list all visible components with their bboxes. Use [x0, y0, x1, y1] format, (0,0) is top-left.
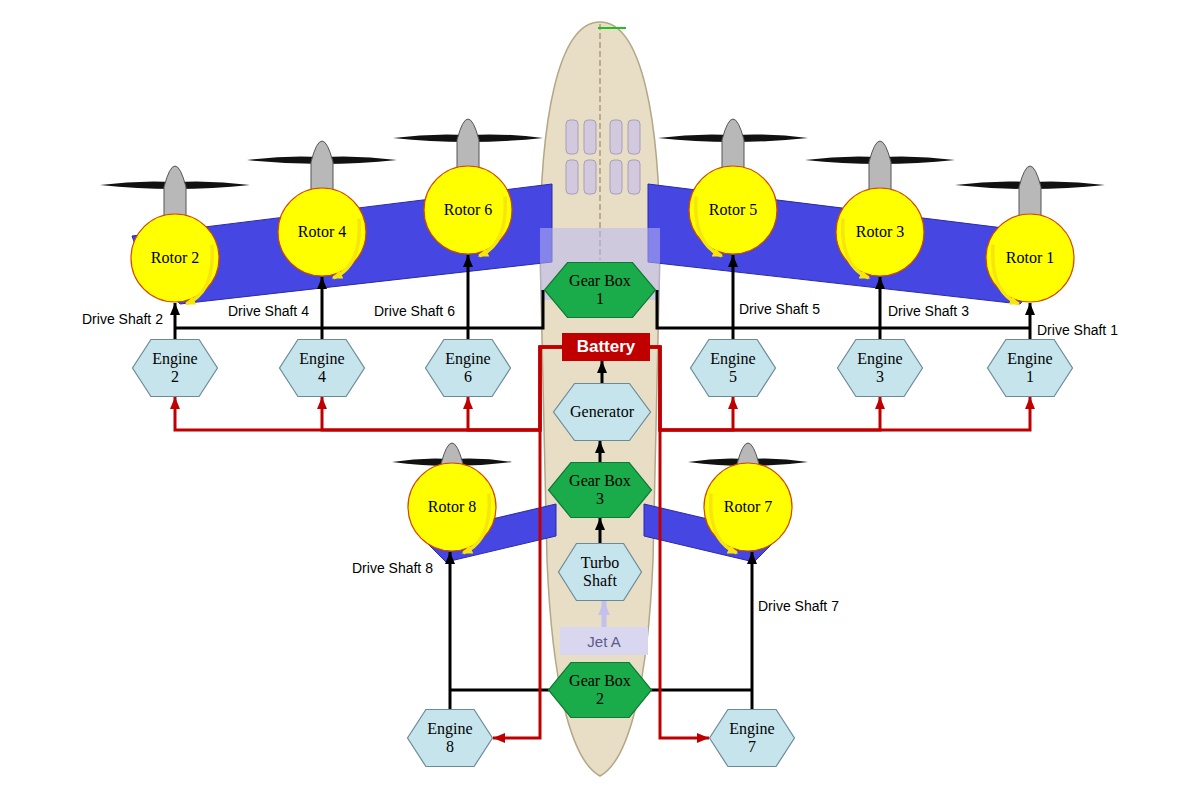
node-label: Gear Box 3 — [565, 472, 635, 508]
hexagon-outline — [554, 384, 651, 441]
box-outline — [561, 628, 648, 655]
drive-shaft — [732, 255, 735, 339]
node-label: Engine 4 — [296, 350, 348, 386]
engine-hexagon: Engine 2 — [132, 339, 218, 397]
cross-shafts — [175, 290, 1030, 690]
box-outline — [563, 334, 650, 361]
node-label: Engine 5 — [707, 350, 759, 386]
engine-hexagon: Engine 4 — [279, 339, 365, 397]
drive-shaft — [751, 552, 754, 709]
shaft-label: Drive Shaft 6 — [374, 303, 455, 319]
hexagon-outline — [691, 340, 776, 397]
shaft-label: Drive Shaft 8 — [352, 560, 433, 576]
node-label: Engine 1 — [1004, 350, 1056, 386]
node-label: Engine 2 — [149, 350, 201, 386]
rotor-circle: Rotor 7 — [703, 462, 793, 552]
hexagon-outline — [133, 340, 218, 397]
shaft-label: Drive Shaft 4 — [228, 303, 309, 319]
engine-hexagon: Turbo Shaft — [558, 543, 642, 601]
drive-shaft — [602, 601, 607, 627]
shaft-label: Drive Shaft 5 — [739, 301, 820, 317]
rotor-circle: Rotor 1 — [985, 213, 1075, 303]
node-label: Rotor 2 — [151, 249, 199, 267]
drive-shaft — [467, 255, 470, 339]
hexagon-outline — [559, 544, 642, 601]
node-label: Engine 7 — [726, 720, 778, 756]
shaft-label: Drive Shaft 3 — [888, 303, 969, 319]
gearbox-hexagon: Gear Box 2 — [548, 662, 652, 718]
fuselage — [540, 22, 660, 776]
fuel-box: Jet A — [560, 627, 648, 655]
nose-mark — [598, 27, 626, 29]
hexagon-outline — [838, 340, 923, 397]
drive-shaft — [174, 303, 177, 339]
hexagon-outline — [545, 263, 656, 318]
shaft-label: Drive Shaft 2 — [82, 311, 163, 327]
hexagon-outline — [988, 340, 1073, 397]
rotor-circle: Rotor 3 — [835, 187, 925, 277]
node-label: Gear Box 2 — [565, 672, 635, 708]
seats — [566, 120, 640, 194]
hexagon-outline — [408, 710, 493, 767]
node-label: Gear Box 1 — [565, 272, 635, 308]
rotor-circle: Rotor 5 — [688, 165, 778, 255]
node-label: Engine 3 — [854, 350, 906, 386]
shaft-label: Drive Shaft 7 — [758, 598, 839, 614]
hexagon-outline — [549, 463, 652, 518]
power-wire — [493, 347, 562, 738]
propellers — [100, 119, 1105, 502]
rotor-circle: Rotor 2 — [130, 213, 220, 303]
hexagon-outline — [280, 340, 365, 397]
drive-shaft — [1029, 303, 1032, 339]
engine-hexagon: Engine 3 — [837, 339, 923, 397]
hexagon-outline — [710, 710, 795, 767]
node-label: Battery — [577, 337, 636, 357]
hexagon-outline — [426, 340, 511, 397]
gearbox-hexagon: Gear Box 3 — [548, 462, 652, 518]
drive-shaft — [599, 518, 602, 543]
engine-hexagon: Engine 5 — [690, 339, 776, 397]
power-wire — [650, 347, 709, 738]
node-label: Rotor 8 — [428, 498, 476, 516]
drive-shaft — [599, 441, 602, 462]
node-label: Rotor 3 — [856, 223, 904, 241]
gearbox-hexagon: Gear Box 1 — [544, 262, 656, 318]
front-cross-shaft — [175, 290, 543, 328]
battery-box: Battery — [562, 333, 650, 361]
fuselage-centerline — [600, 24, 601, 260]
node-label: Rotor 7 — [724, 498, 772, 516]
rotor-circle: Rotor 6 — [423, 165, 513, 255]
front-cross-shaft — [657, 290, 1030, 328]
drive-shaft — [449, 552, 452, 709]
node-label: Turbo Shaft — [576, 554, 624, 590]
node-label: Rotor 1 — [1006, 249, 1054, 267]
rotor-circle: Rotor 8 — [407, 462, 497, 552]
node-label: Rotor 6 — [444, 201, 492, 219]
shaft-label: Drive Shaft 1 — [1037, 322, 1118, 338]
node-label: Engine 8 — [424, 720, 476, 756]
engine-hexagon: Generator — [553, 383, 651, 441]
engine-hexagon: Engine 7 — [709, 709, 795, 767]
node-label: Rotor 4 — [298, 223, 346, 241]
hexagon-outline — [549, 663, 652, 718]
drive-shaft — [321, 277, 324, 339]
drive-shaft — [879, 277, 882, 339]
node-label: Generator — [570, 403, 634, 421]
node-label: Engine 6 — [442, 350, 494, 386]
rotor-circle: Rotor 4 — [277, 187, 367, 277]
node-label: Rotor 5 — [709, 201, 757, 219]
drive-shaft — [601, 361, 604, 383]
node-label: Jet A — [587, 633, 620, 650]
engine-hexagon: Engine 1 — [987, 339, 1073, 397]
engine-hexagon: Engine 8 — [407, 709, 493, 767]
engine-hexagon: Engine 6 — [425, 339, 511, 397]
